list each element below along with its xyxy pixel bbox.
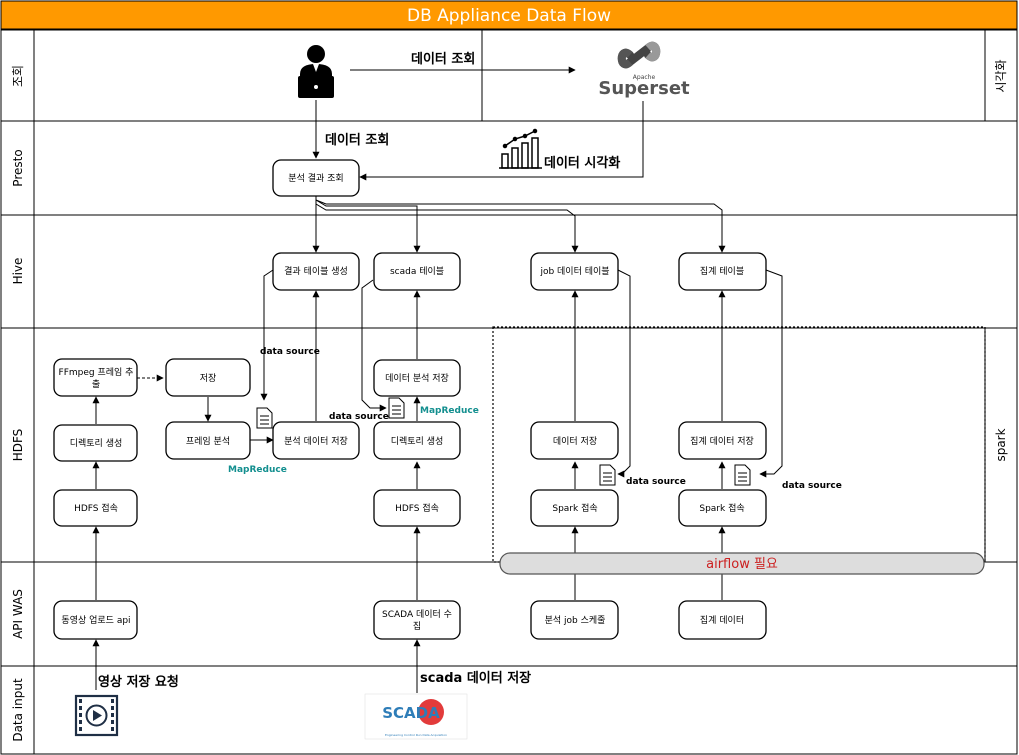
scada-data-save-label: scada 데이터 저장	[420, 670, 531, 686]
data-source-label: data source	[782, 481, 842, 491]
node-label: 동영상 업로드 api	[61, 615, 130, 626]
document-icon	[256, 407, 273, 429]
node-result-table-create	[272, 252, 360, 291]
diagram-title: DB Appliance Data Flow	[407, 6, 611, 26]
node-label: 집	[413, 620, 421, 632]
node-analysis-data-save	[272, 421, 360, 460]
node-label: scada 테이블	[390, 266, 444, 277]
node-agg-data	[678, 600, 767, 640]
node-label: 데이터 분석 저장	[385, 373, 449, 384]
chart-icon	[499, 128, 542, 169]
node-label: 분석 데이터 저장	[284, 436, 348, 447]
lane-label-presto: Presto	[11, 149, 25, 186]
node-dir-create-1	[53, 424, 138, 462]
node-scada-table	[373, 252, 461, 291]
superset-logo-small: Apache	[633, 74, 656, 81]
airflow-label: airflow 필요	[706, 557, 778, 572]
mapreduce-label: MapReduce	[228, 465, 287, 475]
node-label: Spark 접속	[699, 502, 744, 514]
lane-data-input	[0, 665, 1018, 755]
node-label: 집계 데이터	[700, 614, 744, 626]
node-label: 프레임 분석	[186, 435, 230, 447]
node-spark-connect-2	[678, 489, 767, 527]
node-label: 집계 데이터 저장	[690, 435, 754, 447]
node-label: 데이터 저장	[553, 436, 597, 447]
mapreduce-label: MapReduce	[420, 406, 479, 416]
node-analysis-job-schedule	[530, 600, 619, 640]
node-label: 저장	[200, 373, 217, 384]
data-query-top-label: 데이터 조회	[411, 51, 475, 67]
data-source-label: data source	[329, 412, 389, 422]
node-label: Spark 접속	[552, 502, 597, 514]
node-spark-connect-1	[530, 489, 619, 527]
data-query-presto-label: 데이터 조회	[325, 132, 389, 148]
data-viz-label: 데이터 시각화	[544, 155, 620, 171]
document-icon	[388, 397, 405, 419]
node-label: FFmpeg 프레임 추	[59, 366, 134, 378]
node-video-upload-api	[53, 600, 138, 640]
node-label: 출	[92, 379, 100, 390]
data-source-label: data source	[260, 347, 320, 357]
superset-logo: Apache Superset	[598, 41, 690, 99]
node-agg-data-save	[678, 421, 767, 460]
superset-logo-text: Superset	[598, 78, 690, 99]
lane-label-hdfs: HDFS	[11, 429, 25, 462]
lane-hdfs	[0, 327, 1018, 563]
lane-label-data-input: Data input	[11, 678, 25, 742]
node-frame-analysis	[165, 421, 251, 460]
node-scada-collect	[373, 600, 461, 640]
lane-label-api-was: API WAS	[11, 589, 25, 639]
user-at-laptop-icon	[298, 45, 334, 98]
document-icon	[734, 464, 751, 486]
node-label: HDFS 접속	[74, 502, 118, 514]
node-analysis-query	[272, 159, 360, 197]
node-hdfs-connect-2	[373, 489, 461, 527]
scada-logo: SCADA Engineering Control Run Data Acqui…	[364, 693, 468, 740]
node-agg-table	[678, 252, 767, 291]
node-label: 디렉토리 생성	[70, 438, 123, 449]
node-label: 결과 테이블 생성	[284, 266, 348, 277]
video-file-icon	[74, 694, 119, 737]
title-bar	[0, 0, 1018, 30]
node-save	[165, 358, 251, 397]
node-data-save	[530, 421, 619, 460]
lane-hive	[0, 214, 1018, 329]
node-label: 분석 job 스케줄	[545, 615, 606, 626]
side-label-spark: spark	[994, 428, 1008, 461]
node-ffmpeg-frame-extract	[53, 358, 138, 397]
node-dir-create-2	[373, 421, 461, 460]
node-label: SCADA 데이터 수	[382, 609, 452, 620]
node-data-analysis-save	[373, 359, 461, 397]
node-hdfs-connect-1	[53, 489, 138, 527]
lane-query	[0, 29, 1018, 122]
lane-label-hive: Hive	[11, 258, 25, 285]
node-label: 디렉토리 생성	[391, 436, 444, 447]
node-label: HDFS 접속	[395, 502, 439, 514]
data-source-label: data source	[626, 477, 686, 487]
side-label-visualization: 시각화	[994, 59, 1008, 92]
scada-logo-tagline: Engineering Control Run Data Acquisition	[385, 733, 447, 737]
scada-logo-text: SCADA	[382, 704, 440, 722]
airflow-bar	[499, 552, 985, 575]
lane-api-was	[0, 561, 1018, 667]
node-label: job 데이터 테이블	[539, 266, 609, 277]
node-job-data-table	[530, 252, 619, 291]
document-icon	[599, 464, 616, 486]
node-label: 분석 결과 조회	[288, 173, 343, 184]
video-save-request-label: 영상 저장 요청	[98, 674, 179, 690]
lane-label-query: 조회	[11, 65, 25, 87]
node-label: 집계 테이블	[700, 265, 744, 277]
